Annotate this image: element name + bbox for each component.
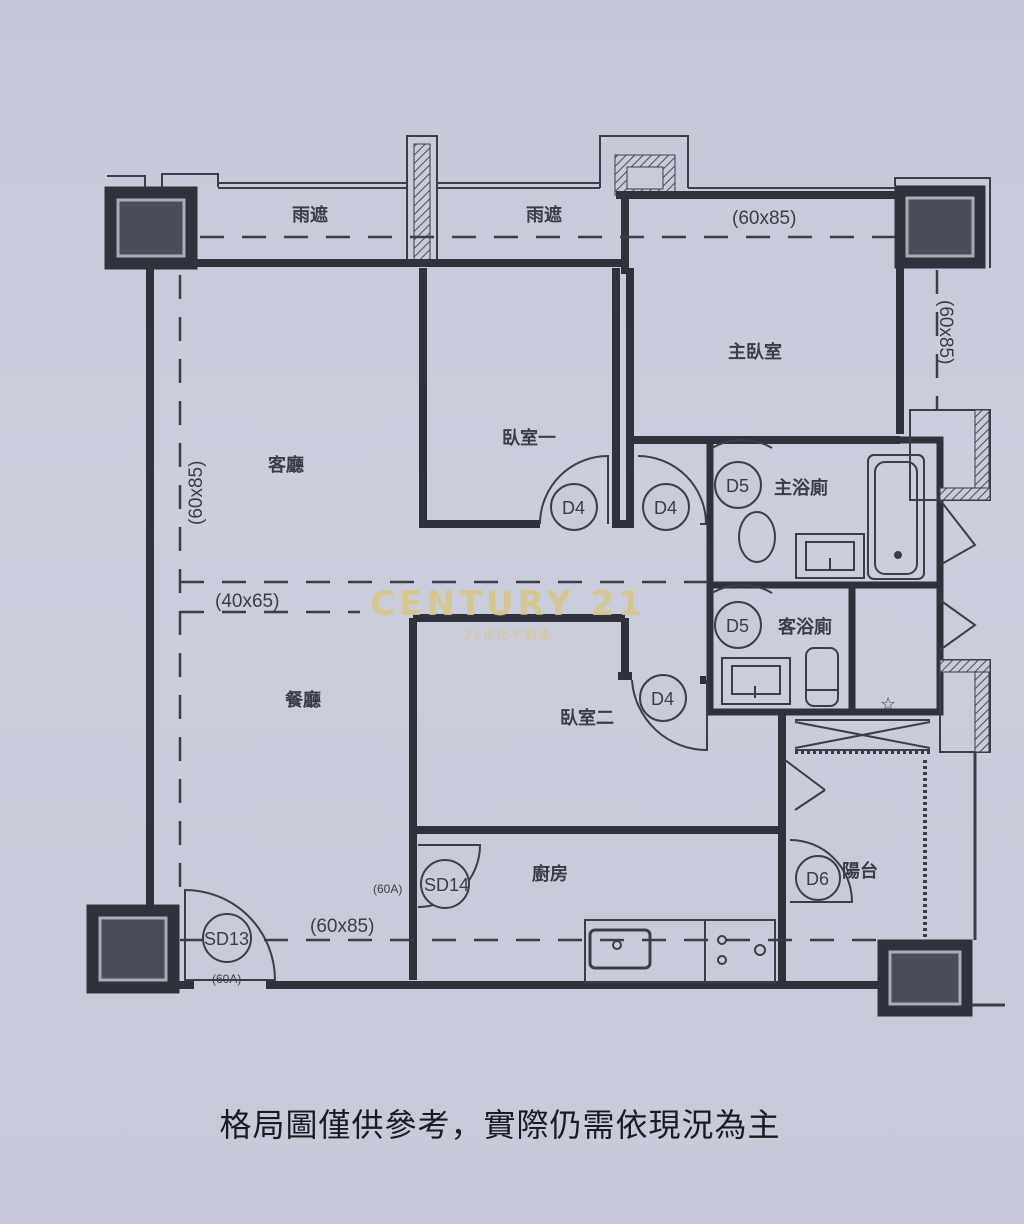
room-label-bedroom-1: 臥室一 [502,427,556,449]
room-label-dining-room: 餐廳 [284,689,321,711]
column-bottom-left [86,904,180,994]
room-label-master-bath: 主浴廁 [774,477,828,499]
door-tag-master-bath: D5 [726,476,749,496]
column-top-right [894,185,986,269]
dimension-right-side: (60x85) [935,300,956,364]
century21-watermark: CENTURY 21 21世紀不動產 [358,584,658,643]
svg-text:☆: ☆ [880,694,896,715]
room-label-living-room: 客廳 [268,454,304,476]
column-top-left [104,186,198,270]
watermark-brand: CENTURY 21 [370,584,646,624]
door-tag-kitchen: SD14 [424,875,469,895]
door-tag-entry: SD13 [204,929,249,949]
door-tag-master: D4 [654,498,677,518]
room-label-bay-window-2: 雨遮 [526,204,562,226]
dimension-bottom: (60x85) [310,916,374,937]
dimension-left-side: (60x85) [186,461,207,525]
watermark-subtitle: 21世紀不動產 [463,628,553,642]
dimension-sd13-width: (60A) [212,972,241,986]
room-label-kitchen: 廚房 [532,863,568,885]
door-tag-balcony: D6 [806,869,829,889]
door-tag-bedroom1: D4 [562,498,585,518]
dimension-beam-mid: (40x65) [215,591,279,612]
disclaimer-text: 格局圖僅供參考，實際仍需依現況為主 [219,1106,781,1144]
room-label-master-bedroom: 主臥室 [728,341,782,363]
room-label-balcony: 陽台 [842,860,878,882]
room-label-bay-window-1: 雨遮 [292,204,328,226]
door-tag-guest-bath: D5 [726,616,749,636]
room-label-guest-bath: 客浴廁 [778,616,832,638]
dimension-sd14-width: (60A) [373,882,402,896]
dimension-top-right: (60x85) [732,208,796,229]
door-tag-bedroom2: D4 [651,689,674,709]
column-bottom-right [877,939,973,1017]
room-label-bedroom-2: 臥室二 [560,707,614,729]
